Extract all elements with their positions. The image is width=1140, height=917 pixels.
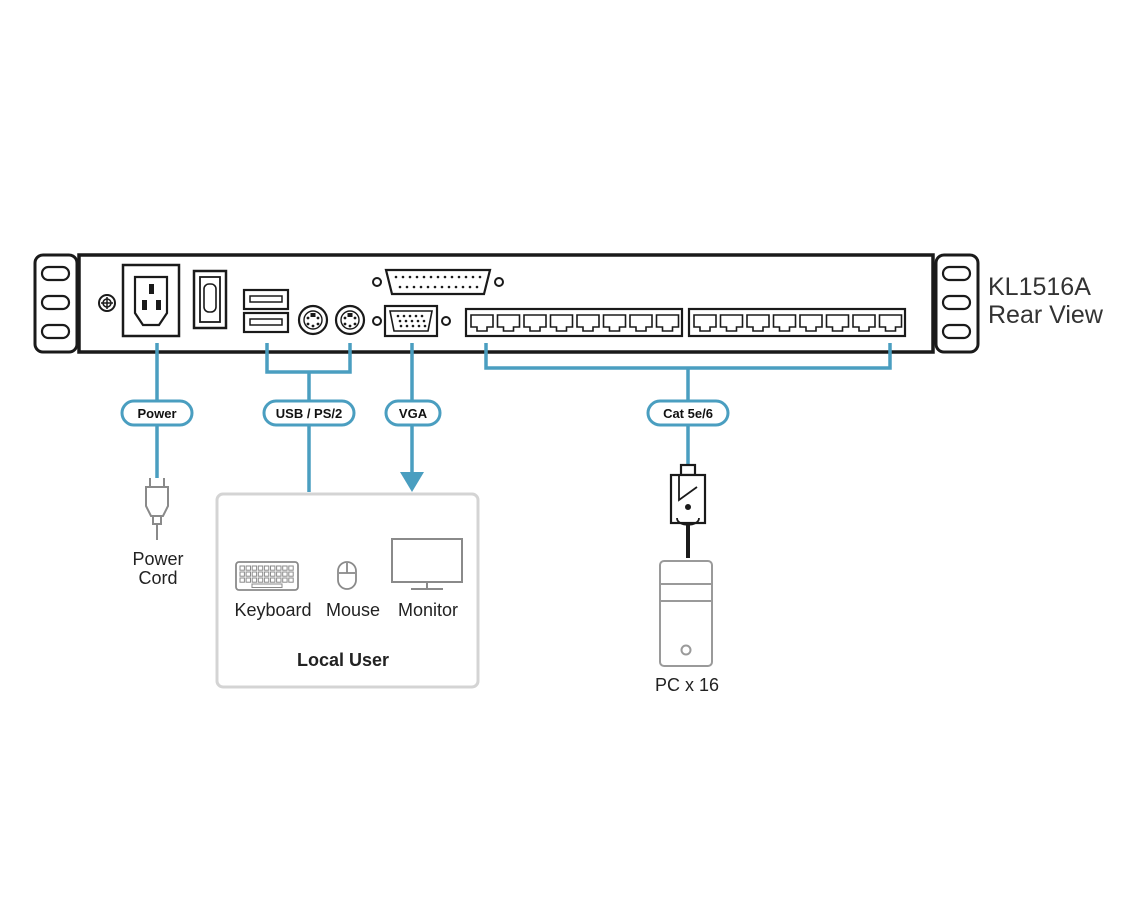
view-name: Rear View: [988, 301, 1104, 329]
right-rack-ear: [934, 253, 980, 354]
keyboard-spacebar: [251, 583, 283, 588]
keyboard-key: [251, 577, 258, 583]
power-plug-icon: [145, 478, 169, 540]
rj45-port-left-3: [523, 314, 547, 332]
rj45-port-left-5: [576, 314, 600, 332]
vga-pill: VGA: [384, 399, 442, 427]
keyboard-key: [239, 565, 245, 571]
mouse-icon: [337, 561, 357, 590]
ground-screw-icon: [98, 294, 116, 312]
keyboard-key: [270, 577, 276, 583]
pc-tower-icon: [659, 560, 713, 667]
monitor-label: Monitor: [398, 600, 458, 620]
keyboard-key: [251, 565, 258, 571]
rj45-port-left-4: [549, 314, 574, 332]
keyboard-key: [251, 571, 258, 577]
ps2-mouse-port-icon: [334, 304, 366, 336]
keyboard-key: [288, 577, 294, 583]
rj45-port-right-3: [746, 314, 770, 332]
rj45-port-left-2: [496, 314, 521, 332]
rj45-port-right-8: [878, 314, 903, 332]
ps2-keyboard-port-icon: [297, 304, 329, 336]
keyboard-label: Keyboard: [234, 600, 311, 620]
power-pill-label: Power: [137, 406, 176, 421]
power-inlet-icon: [121, 263, 181, 338]
rj45-port-right-2: [719, 314, 744, 332]
keyboard-key: [245, 577, 252, 583]
power-cord-label-line2: Cord: [138, 568, 177, 588]
model-name: KL1516A: [988, 273, 1091, 301]
keyboard-key: [245, 571, 252, 577]
power-switch-icon: [192, 269, 228, 330]
keyboard-key: [245, 565, 252, 571]
monitor-icon: [391, 538, 463, 590]
keyboard-key: [276, 577, 282, 583]
keyboard-key: [239, 571, 245, 577]
vga-pill-label: VGA: [399, 406, 428, 421]
keyboard-key: [257, 577, 264, 583]
local-user-label: Local User: [297, 650, 389, 670]
usb-ps2-pill-label: USB / PS/2: [276, 406, 342, 421]
keyboard-key: [282, 565, 288, 571]
left-rack-ear: [33, 253, 79, 354]
cat-pill-label: Cat 5e/6: [663, 406, 713, 421]
rj45-port-left-6: [602, 314, 627, 332]
keyboard-key: [263, 577, 270, 583]
keyboard-key: [282, 571, 288, 577]
rj45-connector-icon: [669, 463, 707, 526]
keyboard-key: [288, 565, 294, 571]
cat-pill: Cat 5e/6: [646, 399, 730, 427]
rj45-port-left-8: [655, 314, 680, 332]
keyboard-key: [263, 571, 270, 577]
keyboard-key: [282, 577, 288, 583]
power-cord-label-line1: Power: [132, 549, 183, 569]
keyboard-icon: [235, 561, 299, 591]
keyboard-key: [276, 565, 282, 571]
db25-port-icon: [372, 268, 504, 296]
usb-ports-icon: [242, 288, 290, 334]
keyboard-key: [239, 577, 245, 583]
keyboard-key: [263, 565, 270, 571]
power-pill: Power: [120, 399, 194, 427]
vga-port-icon: [372, 304, 451, 338]
rj45-port-right-5: [799, 314, 823, 332]
vga-arrow-icon: [400, 472, 424, 492]
rj45-port-right-6: [825, 314, 850, 332]
keyboard-key: [257, 565, 264, 571]
keyboard-key: [270, 571, 276, 577]
rj45-port-bank-left: [464, 307, 684, 338]
rj45-port-bank-right: [687, 307, 907, 338]
rj45-port-right-7: [852, 314, 876, 332]
rj45-port-right-1: [693, 314, 717, 332]
keyboard-key: [288, 571, 294, 577]
keyboard-key: [257, 571, 264, 577]
rj45-port-left-7: [629, 314, 653, 332]
keyboard-key: [276, 571, 282, 577]
rj45-port-right-4: [772, 314, 797, 332]
mouse-label: Mouse: [326, 600, 380, 620]
keyboard-key: [270, 565, 276, 571]
usb-ps2-pill: USB / PS/2: [262, 399, 356, 427]
pc-label: PC x 16: [655, 675, 719, 695]
rj45-port-left-1: [470, 314, 494, 332]
